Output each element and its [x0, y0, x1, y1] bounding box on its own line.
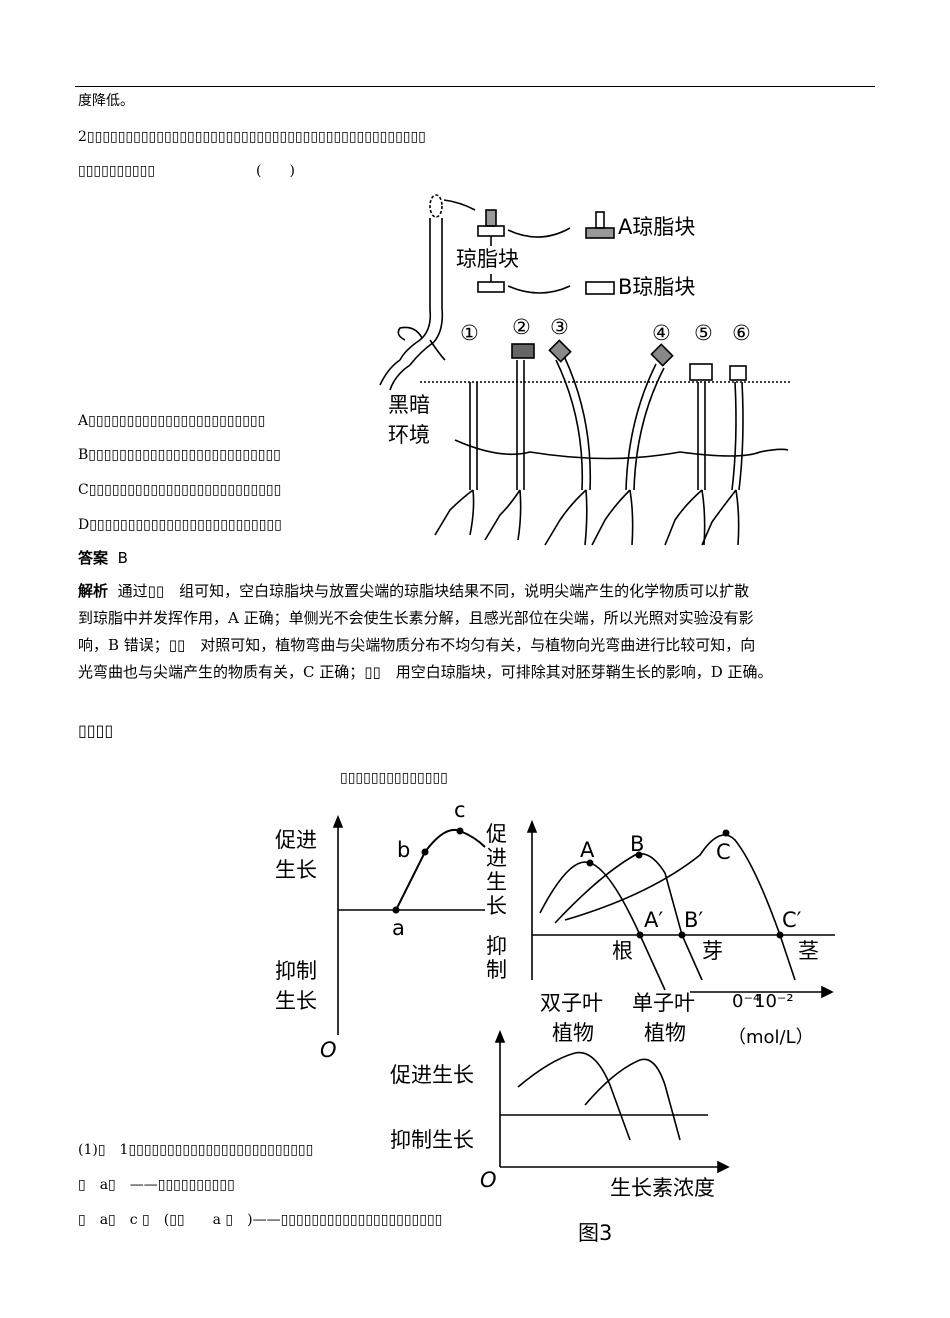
fig3-monocot-1: 单子叶 — [632, 991, 695, 1015]
fig2-cross-b — [678, 931, 686, 939]
answer-parenthesis: ( ) — [256, 163, 295, 179]
fig2-tick: 10⁻² — [754, 991, 794, 1012]
fig2-bud-label: 芽 — [702, 939, 723, 963]
answer-label: 答案 — [78, 549, 109, 567]
fig1-point-b — [421, 848, 429, 856]
fig2-promote-char-2: 进 — [486, 846, 507, 870]
option-a: A▯▯▯▯▯▯▯▯▯▯▯▯▯▯▯▯▯▯▯▯▯▯▯ — [78, 413, 266, 429]
agar-b-label: B琼脂块 — [618, 275, 695, 299]
fig2-inhibit-char-2: 制 — [486, 958, 507, 982]
seedling-6 — [731, 381, 744, 491]
fig2-promote-char-1: 促 — [486, 822, 507, 846]
analysis-line-1: 通过▯▯ 组可知，空白琼脂块与放置尖端的琼脂块结果不同，说明尖端产生的化学物质可… — [117, 582, 750, 600]
analysis-line-2: 到琼脂中并发挥作用，A 正确；单侧光不会使生长素分解，且感光部位在尖端，所以光照… — [78, 609, 754, 627]
fig2-cross-a — [636, 931, 644, 939]
fig1-point-a — [392, 906, 400, 914]
fig1-promote-1: 促进 — [275, 828, 317, 852]
fig3-dicot-1: 双子叶 — [540, 991, 603, 1015]
dark-env-label-2: 环境 — [388, 423, 430, 447]
dark-env-label-1: 黑暗 — [388, 393, 430, 417]
seedling-3 — [555, 355, 592, 491]
analysis-line-4: 光弯曲也与尖端产生的物质有关，C 正确；▯▯ 用空白琼脂块，可排除其对胚芽鞘生长… — [78, 663, 773, 681]
fig2-peak-b — [635, 851, 643, 859]
fig3-dicot-2: 植物 — [552, 1021, 594, 1045]
fig3-promote: 促进生长 — [390, 1063, 474, 1087]
number-2: ② — [512, 315, 531, 339]
fig3-inhibit: 抑制生长 — [390, 1128, 474, 1152]
seedling-4 — [625, 363, 665, 491]
fig2-cross-c — [776, 931, 784, 939]
number-1: ① — [460, 321, 479, 345]
source-coleoptile — [419, 218, 444, 343]
fig2-peak-a — [586, 859, 594, 867]
fig3-monocot-2: 植物 — [644, 1021, 686, 1045]
fig2-label-c-prime: C′ — [782, 908, 802, 932]
fig2-label-a-prime: A′ — [644, 908, 663, 932]
fig2-graph — [526, 819, 835, 999]
seedling-2 — [516, 360, 525, 490]
question-2-line-2: ▯▯▯▯▯▯▯▯▯▯ — [78, 163, 156, 179]
agar-block-label: 琼脂块 — [456, 247, 519, 271]
fig2-tick-partial: 0⁻⁴ — [732, 991, 760, 1012]
analysis-block: 解析 通过▯▯ 组可知，空白琼脂块与放置尖端的琼脂块结果不同，说明尖端产生的化学… — [78, 578, 878, 686]
fig2-peak-c — [722, 829, 730, 837]
analysis-line-3: 响，B 错误；▯▯ 对照可知，植物弯曲与尖端物质分布不均匀有关，与植物向光弯曲进… — [78, 636, 756, 654]
fig1-promote-2: 生长 — [275, 858, 317, 882]
fig3-caption: 图3 — [578, 1221, 612, 1245]
number-3: ③ — [550, 315, 569, 339]
number-4: ④ — [652, 321, 671, 345]
fig1-label-c: c — [454, 798, 466, 822]
fig2-inhibit-char-1: 抑 — [486, 934, 507, 958]
option-c: C▯▯▯▯▯▯▯▯▯▯▯▯▯▯▯▯▯▯▯▯▯▯▯▯▯ — [78, 482, 282, 498]
fig3-xlabel: 生长素浓度 — [610, 1176, 715, 1200]
fig3-origin: O — [480, 1168, 497, 1192]
fig1-origin: O — [320, 1038, 337, 1062]
question-2-line-1: 2▯▯▯▯▯▯▯▯▯▯▯▯▯▯▯▯▯▯▯▯▯▯▯▯▯▯▯▯▯▯▯▯▯▯▯▯▯▯▯… — [78, 129, 426, 145]
header-rule — [75, 86, 875, 87]
fig3-graph — [494, 1029, 730, 1174]
fig2-label-b: B — [630, 832, 644, 856]
fig1-graph — [332, 814, 486, 1035]
fig2-unit: （mol/L） — [728, 1027, 814, 1048]
section-heading: ▯▯▯▯ — [78, 721, 114, 740]
bottom-line-2: ▯ a▯ ——▯▯▯▯▯▯▯▯▯▯ — [78, 1177, 235, 1193]
fig1-label-b: b — [397, 838, 410, 862]
continuation-text: 度降低。 — [78, 93, 134, 109]
seedling-1 — [469, 382, 478, 490]
fig1-label-a: a — [392, 916, 405, 940]
option-d: D▯▯▯▯▯▯▯▯▯▯▯▯▯▯▯▯▯▯▯▯▯▯▯▯▯ — [78, 517, 282, 533]
fig2-label-c: C — [716, 840, 731, 864]
fig2-label-b-prime: B′ — [684, 908, 703, 932]
fig1-inhibit-2: 生长 — [275, 989, 317, 1013]
number-6: ⑥ — [732, 321, 751, 345]
option-b: B▯▯▯▯▯▯▯▯▯▯▯▯▯▯▯▯▯▯▯▯▯▯▯▯▯ — [78, 447, 281, 463]
fig1-point-c — [456, 827, 464, 835]
fig2-promote-char-3: 生 — [486, 870, 507, 894]
agar-a-label: A琼脂块 — [618, 215, 695, 239]
fig1-inhibit-1: 抑制 — [275, 959, 317, 983]
figure-caption: ▯▯▯▯▯▯▯▯▯▯▯▯▯▯ — [340, 770, 448, 786]
bottom-line-3: ▯ a▯ c ▯ (▯▯ a ▯ )——▯▯▯▯▯▯▯▯▯▯▯▯▯▯▯▯▯▯▯▯… — [78, 1212, 443, 1228]
number-5: ⑤ — [694, 321, 713, 345]
seedling-5 — [697, 382, 706, 490]
fig2-label-a: A — [580, 838, 595, 862]
fig2-promote-char-4: 长 — [486, 894, 507, 918]
answer-line: 答案 B — [78, 545, 128, 572]
analysis-label: 解析 — [78, 582, 109, 600]
fig2-root-label: 根 — [612, 939, 633, 963]
coleoptile-experiment-figure: 琼脂块 A琼脂块 B琼脂块 黑暗 环境 ① ② ③ ④ ⑤ ⑥ — [379, 194, 792, 546]
auxin-graphs: 促进 生长 抑制 生长 O a b c 促 进 生 长 抑 制 A B C A′ — [275, 798, 835, 1245]
fig2-stem-label: 茎 — [798, 939, 819, 963]
bottom-line-1: (1)▯ 1▯▯▯▯▯▯▯▯▯▯▯▯▯▯▯▯▯▯▯▯▯▯▯▯ — [78, 1142, 314, 1158]
answer-value: B — [117, 549, 128, 567]
